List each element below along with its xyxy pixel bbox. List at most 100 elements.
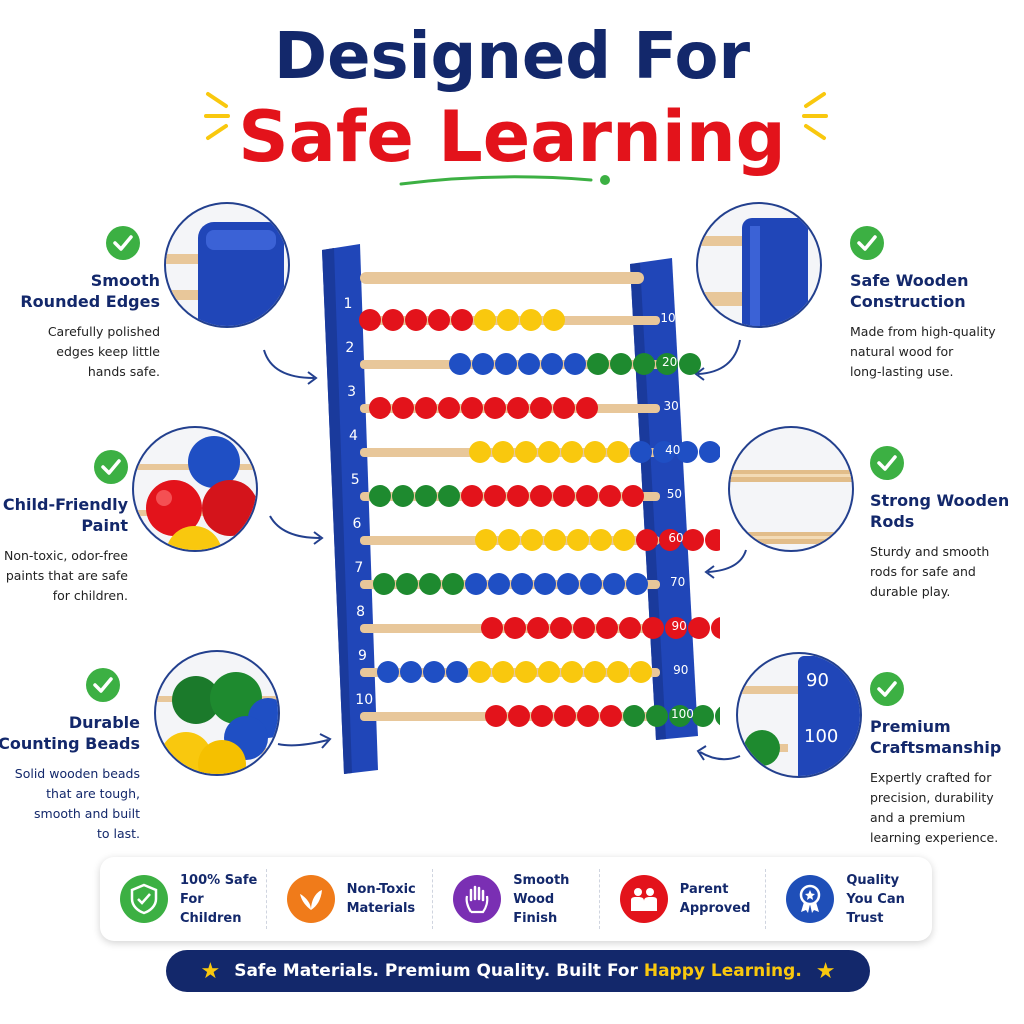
abacus-bead: [573, 617, 595, 639]
abacus-bead: [600, 705, 622, 727]
feature-strong-rods: Strong Wooden Rods Sturdy and smooth rod…: [870, 446, 1020, 602]
abacus-left-number: 5: [351, 472, 360, 488]
check-icon: [870, 672, 904, 706]
abacus-bead: [541, 353, 563, 375]
badge-safe-children: 100% Safe For Children: [100, 869, 267, 929]
abacus-bead: [580, 573, 602, 595]
feature-title: Durable Counting Beads: [0, 713, 140, 753]
abacus-bead: [577, 705, 599, 727]
page-title-line2: Safe Learning: [238, 96, 786, 178]
arrow-icon: [694, 339, 741, 381]
arrow-icon: [269, 515, 324, 545]
zoom-craftsmanship: 90 100: [736, 652, 862, 778]
feature-badges-bar: 100% Safe For Children Non-Toxic Materia…: [100, 857, 932, 941]
abacus-bead: [492, 441, 514, 463]
abacus-top-rod: [360, 272, 644, 284]
badge-non-toxic: Non-Toxic Materials: [267, 869, 434, 929]
abacus-bead: [469, 661, 491, 683]
zoom-rounded-edge: [164, 202, 290, 328]
abacus-bead: [498, 529, 520, 551]
abacus-bead: [665, 617, 687, 639]
abacus-bead: [508, 705, 530, 727]
abacus-bead: [596, 617, 618, 639]
abacus-bead: [419, 573, 441, 595]
abacus-bead: [438, 397, 460, 419]
abacus-bead: [553, 397, 575, 419]
abacus-bead: [382, 309, 404, 331]
abacus-bead: [392, 397, 414, 419]
abacus-bead: [475, 529, 497, 551]
abacus-bead: [504, 617, 526, 639]
arrow-icon: [696, 745, 741, 761]
abacus-bead: [518, 353, 540, 375]
abacus-bead: [679, 353, 701, 375]
abacus-bead: [622, 485, 644, 507]
title-underline: [399, 175, 610, 186]
abacus-bead: [630, 441, 652, 463]
abacus-bead: [492, 661, 514, 683]
abacus-bead: [507, 397, 529, 419]
abacus-left-number: 3: [347, 384, 356, 400]
abacus-bead: [485, 705, 507, 727]
abacus-bead: [564, 353, 586, 375]
zoom-paint-beads: [132, 426, 258, 552]
abacus-bead: [699, 441, 720, 463]
abacus-bead: [561, 441, 583, 463]
badge-label: Non-Toxic Materials: [346, 882, 416, 916]
abacus-right-number: 10: [660, 311, 675, 325]
bottom-banner: ★ Safe Materials. Premium Quality. Built…: [166, 950, 870, 992]
badge-label: Parent Approved: [679, 882, 751, 916]
abacus-bead: [550, 617, 572, 639]
feature-title: Safe Wooden Construction: [850, 271, 969, 311]
abacus-bead: [359, 309, 381, 331]
feature-description: Non-toxic, odor-free paints that are saf…: [3, 548, 128, 603]
abacus-bead: [530, 397, 552, 419]
banner-highlight: Happy Learning.: [643, 961, 802, 981]
abacus-bead: [531, 705, 553, 727]
feature-title: Premium Craftsmanship: [870, 717, 1002, 757]
abacus-bead: [415, 397, 437, 419]
abacus-bead: [633, 353, 655, 375]
abacus-bead: [472, 353, 494, 375]
zoom-counting-beads: [154, 650, 280, 776]
abacus-bead: [613, 529, 635, 551]
check-icon: [870, 446, 904, 480]
badge-parent-approved: Parent Approved: [600, 869, 767, 929]
zoom-wooden-rods: [728, 426, 854, 552]
abacus-bead: [527, 617, 549, 639]
feature-description: Solid wooden beads that are tough, smoot…: [14, 766, 140, 841]
abacus-bead: [405, 309, 427, 331]
abacus-bead: [507, 485, 529, 507]
abacus-bead: [428, 309, 450, 331]
abacus-right-number: 50: [667, 487, 682, 501]
feature-wooden-construction: Safe Wooden Construction Made from high-…: [850, 226, 1024, 382]
feature-title: Smooth Rounded Edges: [20, 271, 160, 311]
abacus-bead: [543, 309, 565, 331]
abacus-bead: [392, 485, 414, 507]
abacus-bead: [423, 661, 445, 683]
parents-icon: [619, 875, 668, 923]
abacus-bead: [576, 397, 598, 419]
abacus-bead: [538, 441, 560, 463]
abacus-bead: [484, 397, 506, 419]
check-icon: [850, 226, 884, 260]
sparkle-right-icon: [802, 92, 828, 140]
sparkle-left-icon: [204, 92, 230, 140]
badge-label: 100% Safe For Children: [180, 872, 258, 926]
abacus-bead: [484, 485, 506, 507]
abacus-bead: [659, 529, 681, 551]
abacus-bead: [534, 573, 556, 595]
check-icon: [106, 226, 140, 260]
abacus-bead: [521, 529, 543, 551]
feature-description: Expertly crafted for precision, durabili…: [870, 770, 999, 845]
abacus-bead: [711, 617, 720, 639]
abacus-bead: [369, 397, 391, 419]
abacus-bead: [465, 573, 487, 595]
abacus-bead: [553, 485, 575, 507]
abacus-bead: [469, 441, 491, 463]
abacus-right-number: 90: [672, 619, 687, 633]
abacus-bead: [576, 485, 598, 507]
abacus-bead: [610, 353, 632, 375]
abacus-left-number: 2: [345, 340, 354, 356]
abacus-bead: [511, 573, 533, 595]
